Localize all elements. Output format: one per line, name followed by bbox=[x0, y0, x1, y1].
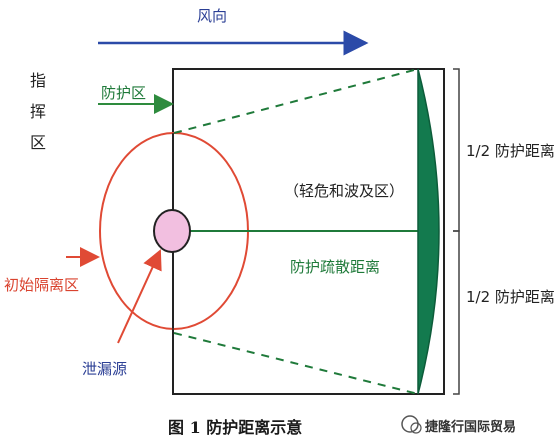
watermark: 捷隆行国际贸易 bbox=[401, 415, 516, 435]
lower-dashed-boundary bbox=[173, 332, 419, 395]
upper-dashed-boundary bbox=[173, 68, 419, 134]
protective-action-distance-label: 防护疏散距离 bbox=[290, 258, 380, 276]
initial-isolation-zone-label: 初始隔离区 bbox=[4, 276, 79, 294]
wind-direction-label: 风向 bbox=[197, 7, 227, 25]
command-area-label-1: 指 bbox=[30, 71, 46, 90]
upper-half-distance-bracket bbox=[453, 68, 460, 232]
watermark-text: 捷隆行国际贸易 bbox=[425, 419, 516, 435]
leak-source-ellipse bbox=[153, 209, 191, 253]
lower-half-distance-bracket bbox=[453, 230, 460, 395]
wechat-icon bbox=[401, 415, 419, 433]
command-area-label-2: 挥 bbox=[30, 102, 46, 121]
protection-zone-label: 防护区 bbox=[101, 84, 146, 102]
leak-source-arrow bbox=[117, 249, 162, 344]
figure-caption: 图 1 防护距离示意 bbox=[168, 418, 302, 437]
upper-half-distance-label: 1/2 防护距离 bbox=[466, 142, 555, 160]
downwind-edge-arc bbox=[417, 68, 440, 395]
light-hazard-zone-label: （轻危和波及区） bbox=[284, 182, 404, 200]
lower-half-distance-label: 1/2 防护距离 bbox=[466, 288, 555, 306]
leak-source-label: 泄漏源 bbox=[82, 360, 127, 378]
wechat-icon-inner bbox=[410, 422, 422, 434]
command-area-label-3: 区 bbox=[30, 133, 46, 152]
